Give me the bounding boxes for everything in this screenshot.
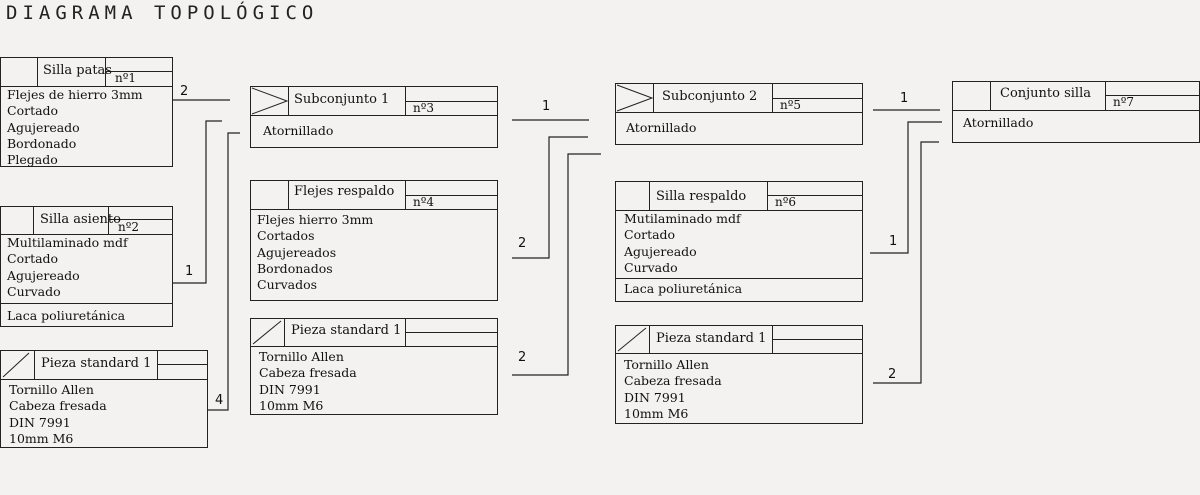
- box-number: nº5: [780, 98, 802, 112]
- standard-part-icon: [252, 320, 282, 345]
- box-silla-patas: Silla patas nº1 Flejes de hierro 3mm Cor…: [0, 57, 173, 167]
- operations-list: Atornillado: [963, 115, 1034, 130]
- box-number: nº2: [118, 220, 140, 234]
- operations-list: Flejes hierro 3mm Cortados Agujereados B…: [257, 212, 374, 293]
- standard-part-icon: [617, 327, 647, 352]
- box-pieza-standard-3: Pieza standard 1 Tornillo Allen Cabeza f…: [615, 325, 863, 424]
- box-number: nº6: [775, 195, 797, 209]
- qty-asiento-sub1: 1: [185, 264, 194, 279]
- box-subconjunto-2: Subconjunto 2 nº5 Atornillado: [615, 83, 863, 145]
- box-name: Subconjunto 2: [662, 89, 758, 104]
- finish-label: Laca poliuretánica: [624, 281, 743, 296]
- qty-pieza2-sub2: 2: [518, 350, 527, 365]
- qty-pieza1-sub1: 4: [215, 393, 224, 408]
- box-silla-asiento: Silla asiento nº2 Multilaminado mdf Cort…: [0, 206, 173, 327]
- link-asiento-sub1: [173, 120, 222, 284]
- operations-list: Tornillo Allen Cabeza fresada DIN 7991 1…: [9, 382, 107, 446]
- diagram-title: DIAGRAMA TOPOLÓGICO: [6, 2, 319, 24]
- box-conjunto-silla: Conjunto silla nº7 Atornillado: [952, 81, 1200, 143]
- operations-list: Tornillo Allen Cabeza fresada DIN 7991 1…: [259, 349, 357, 413]
- subassembly-icon: [616, 84, 654, 112]
- box-flejes-respaldo: Flejes respaldo nº4 Flejes hierro 3mm Co…: [250, 180, 498, 301]
- operations-list: Tornillo Allen Cabeza fresada DIN 7991 1…: [624, 357, 722, 421]
- operations-list: Multilaminado mdf Cortado Agujereado Cur…: [7, 235, 128, 299]
- qty-sub1-sub2: 1: [542, 99, 551, 114]
- box-name: Pieza standard 1: [291, 323, 402, 338]
- box-name: Flejes respaldo: [294, 184, 395, 199]
- box-number: nº3: [413, 101, 435, 115]
- box-number: nº7: [1113, 95, 1135, 109]
- box-silla-respaldo: Silla respaldo nº6 Mutilaminado mdf Cort…: [615, 181, 863, 302]
- box-name: Pieza standard 1: [41, 356, 152, 371]
- operations-list: Flejes de hierro 3mm Cortado Agujereado …: [7, 87, 143, 168]
- link-flejes-sub2: [512, 136, 588, 259]
- box-name: Conjunto silla: [1000, 86, 1091, 101]
- link-respaldo-conjunto: [870, 121, 942, 254]
- subassembly-icon: [251, 87, 289, 115]
- qty-respaldo-conjunto: 1: [889, 234, 898, 249]
- box-name: Subconjunto 1: [294, 92, 390, 107]
- link-pieza1-sub1: [208, 132, 240, 411]
- box-name: Silla asiento: [40, 212, 121, 227]
- box-pieza-standard-2: Pieza standard 1 Tornillo Allen Cabeza f…: [250, 318, 498, 415]
- standard-part-icon: [2, 352, 30, 378]
- operations-list: Atornillado: [263, 123, 334, 138]
- operations-list: Mutilaminado mdf Cortado Agujereado Curv…: [624, 211, 741, 275]
- qty-patas-sub1: 2: [180, 84, 189, 99]
- qty-sub2-conjunto: 1: [900, 91, 909, 106]
- box-pieza-standard-1: Pieza standard 1 Tornillo Allen Cabeza f…: [0, 350, 208, 448]
- link-pieza3-conjunto: [873, 141, 939, 384]
- box-name: Pieza standard 1: [656, 331, 767, 346]
- qty-pieza3-conjunto: 2: [888, 367, 897, 382]
- box-subconjunto-1: Subconjunto 1 nº3 Atornillado: [250, 86, 498, 148]
- box-name: Silla patas: [43, 63, 112, 78]
- operations-list: Atornillado: [626, 120, 697, 135]
- finish-label: Laca poliuretánica: [7, 308, 126, 323]
- box-number: nº4: [413, 195, 435, 209]
- link-pieza2-sub2: [512, 153, 601, 376]
- box-number: nº1: [115, 71, 137, 85]
- box-name: Silla respaldo: [656, 189, 747, 204]
- qty-flejes-sub2: 2: [518, 236, 527, 251]
